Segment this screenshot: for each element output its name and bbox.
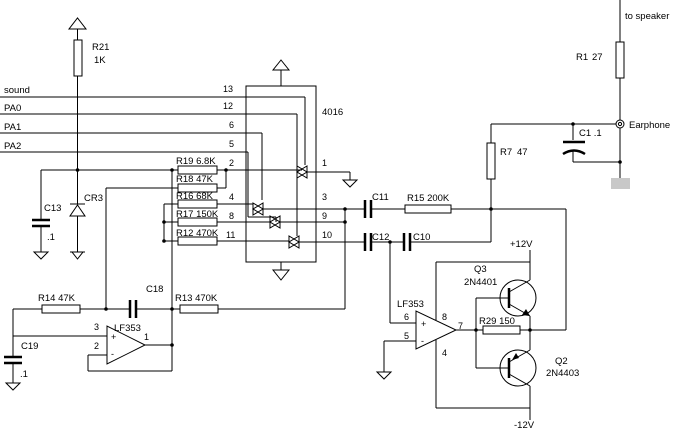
capacitor-c10 [402,233,412,251]
resistor-r1 [615,41,625,79]
c18-label: C18 [146,284,163,295]
opamp-u2-label: LF353 [397,299,424,310]
earphone-ground [611,178,630,189]
plus12-label: +12V [510,239,533,250]
capacitor-c12 [363,233,373,251]
q3-ref: Q3 [474,264,487,275]
ic-pin: 11 [226,230,235,240]
opamp-pin: 8 [442,312,447,322]
r21-ref: R21 [92,42,109,53]
r1-ref: R1 [576,52,588,63]
ic-pin: 13 [223,84,233,94]
transistor-q2 [476,349,537,387]
ic-pin: 8 [229,211,234,221]
to-speaker-label: to speaker [625,11,669,22]
opamp-pin: 4 [442,348,447,358]
capacitor-c18 [128,300,138,318]
opamp-pin: 6 [404,312,409,322]
q2-part: 2N4403 [546,368,579,379]
capacitor-c1 [562,140,586,156]
capacitor-c19 [4,355,22,365]
opamp-pin: 7 [458,321,463,331]
capacitor-c11 [363,200,373,218]
cr3-ref: CR3 [84,193,103,204]
ic-pin: 9 [322,211,327,221]
opamp-minus: - [111,349,114,359]
opamp-plus: + [421,319,426,329]
r18-label: R18 47K [176,174,214,185]
minus12-label: -12V [514,420,535,431]
c19-ref: C19 [21,341,38,352]
ic-pin: 2 [229,158,234,168]
r29-label: R29 150 [479,316,515,327]
switch-1 [296,165,308,179]
resistor-r14 [41,304,81,314]
transistor-q3 [476,279,537,317]
r19-label: R19 6.8K [176,156,216,167]
r16-label: R16 68K [176,191,214,202]
earphone-jack [615,119,625,129]
resistor-r19 [177,165,218,175]
c1-label: C1 .1 [579,128,602,139]
ic-pin: 6 [229,120,234,130]
r15-label: R15 200K [407,193,450,204]
q3-part: 2N4401 [464,277,497,288]
net-pa1: PA1 [4,122,21,133]
ic-4016-label: 4016 [322,107,343,118]
ic-pin: 1 [322,158,327,168]
diode-cr3 [69,192,86,260]
ic-pin: 5 [229,139,234,149]
r21-ground-arrow [67,17,88,40]
opamp-plus: + [111,332,116,342]
net-pa2: PA2 [4,141,21,152]
ic-pin: 12 [223,101,233,111]
c12-ref: C12 [372,232,389,243]
r13-label: R13 470K [175,293,218,304]
resistor-r7 [486,142,496,180]
r17-label: R17 150K [176,209,219,220]
opamp-pin: 3 [94,322,99,332]
opamp-u1 [106,325,147,365]
r7-value: 47 [517,147,528,158]
c19-value: .1 [20,369,28,380]
switch-3 [269,215,281,229]
opamp-pin: 5 [404,331,409,341]
earphone-label: Earphone [629,120,670,131]
ic-pin: 10 [322,230,332,240]
opamp-pin: 1 [144,332,149,342]
switch-4 [288,235,300,249]
opamp-pin: 2 [94,341,99,351]
r14-label: R14 47K [38,293,76,304]
r12-label: R12 470K [176,228,219,239]
r7-ref: R7 [500,147,512,158]
opamp-u1-label: LF353 [114,323,141,334]
ic-pin: 4 [229,192,234,202]
opamp-minus: - [421,336,424,346]
r1-value: 27 [592,52,603,63]
capacitor-c13 [32,218,50,228]
c13-value: .1 [47,232,55,243]
q2-ref: Q2 [555,356,568,367]
resistor-r29 [482,325,521,335]
c11-ref: C11 [372,192,389,203]
ic-4016 [245,59,317,281]
opamp-u2 [415,310,458,350]
r21-value: 1K [94,55,106,66]
resistor-r13 [179,304,219,314]
net-pa0: PA0 [4,103,21,114]
resistor-r15 [404,204,452,214]
c13-ref: C13 [44,203,61,214]
resistor-r21 [73,39,83,77]
ic-pin: 3 [322,192,327,202]
c10-ref: C10 [413,232,430,243]
net-sound: sound [4,85,30,96]
switch-2 [252,202,264,216]
